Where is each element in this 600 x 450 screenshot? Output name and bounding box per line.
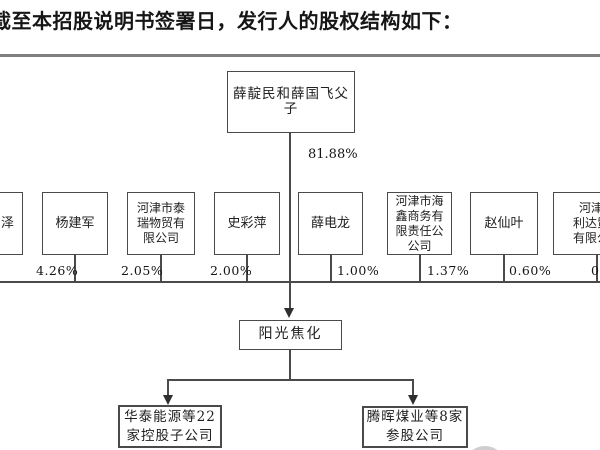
node-label: 薛电龙 [310, 215, 350, 231]
arrow-down-icon [284, 308, 294, 318]
node-controlling-shareholders: 薛靛民和薛国飞父子 [227, 71, 355, 133]
connector-stub [246, 254, 248, 282]
connector-stub [74, 254, 76, 282]
connector-subsidiaries-rail [167, 379, 413, 381]
node-label: 腾晖煤业等8家 参股公司 [366, 409, 464, 444]
node-label: 史彩萍 [227, 215, 267, 231]
horizontal-rule [0, 54, 600, 57]
node-label: 薛靛民和薛国飞父子 [233, 85, 349, 117]
ownership-pct: 2.05% [121, 263, 164, 278]
node-shareholder-shicaiping: 史彩萍 [214, 192, 280, 255]
connector-company-down [289, 349, 291, 380]
node-label: 杨建军 [55, 215, 95, 231]
arrow-down-icon [163, 395, 173, 405]
ownership-pct-parent: 81.88% [308, 147, 358, 162]
node-shareholder-cut-left: 泽 [0, 192, 23, 255]
node-shareholder-yangjianjun: 杨建军 [42, 192, 108, 255]
node-label: 河津市泰 瑞物贸有 限公司 [136, 201, 185, 245]
node-subsidiaries-participated: 腾晖煤业等8家 参股公司 [362, 406, 468, 448]
node-company: 阳光焦化 [239, 320, 342, 350]
connector-stub [330, 254, 332, 282]
node-label: 华泰能源等22 家控股子公司 [124, 408, 216, 444]
ownership-pct-cut: 0 [591, 263, 600, 278]
connector-stub [412, 379, 414, 398]
page-title: 截至本招股说明书签署日，发行人的股权结构如下： [0, 9, 463, 33]
node-label: 河津市海 鑫商务有 限责任公 公司 [395, 193, 444, 253]
node-shareholder-zhaoxianye: 赵仙叶 [470, 192, 538, 255]
ownership-pct: 1.37% [427, 263, 470, 278]
arrow-down-icon [408, 395, 418, 405]
node-label: 阳光焦化 [258, 326, 323, 343]
connector-stub [160, 254, 162, 282]
connector-shareholders-rail [0, 281, 600, 283]
ownership-pct: 1.00% [337, 263, 380, 278]
node-label: 泽 [0, 215, 14, 231]
connector-main-vertical [289, 133, 291, 310]
node-shareholder-xuedianlong: 薛电龙 [298, 192, 363, 255]
connector-stub [503, 254, 505, 282]
ownership-pct: 2.00% [210, 263, 253, 278]
ownership-pct: 0.60% [509, 263, 552, 278]
connector-stub [167, 379, 169, 398]
node-shareholder-tairui: 河津市泰 瑞物贸有 限公司 [127, 192, 195, 255]
node-label: 赵仙叶 [484, 215, 524, 231]
connector-stub [596, 254, 598, 282]
node-subsidiaries-controlled: 华泰能源等22 家控股子公司 [118, 405, 222, 448]
connector-stub [419, 254, 421, 282]
node-shareholder-haixin: 河津市海 鑫商务有 限责任公 公司 [387, 192, 452, 255]
watermark-circle [468, 446, 502, 450]
ownership-pct: 4.26% [36, 263, 79, 278]
